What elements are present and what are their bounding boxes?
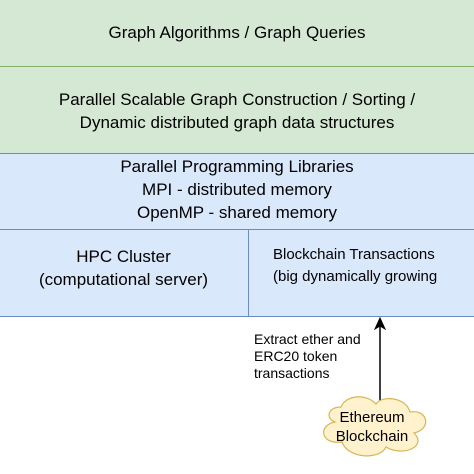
arrow-head xyxy=(373,316,387,331)
ethereum-label-line-2: Blockchain xyxy=(335,428,409,445)
hpc-cluster-title: HPC Cluster xyxy=(76,247,171,266)
extract-transactions-label: Extract ether and ERC20 token transactio… xyxy=(254,331,361,381)
cloud-shape xyxy=(323,396,427,457)
libraries-mpi: MPI - distributed memory xyxy=(142,180,332,199)
graph-construction-label-line-1: Parallel Scalable Graph Construction / S… xyxy=(58,90,416,109)
graph-algorithms-layer: Graph Algorithms / Graph Queries xyxy=(0,0,474,67)
libraries-openmp: OpenMP - shared memory xyxy=(137,203,337,222)
graph-construction-layer: Parallel Scalable Graph Construction / S… xyxy=(0,66,474,154)
ethereum-cloud-icon xyxy=(323,396,427,457)
ethereum-label-line-1: Ethereum xyxy=(339,409,405,426)
hpc-cluster-subtitle: (computational server) xyxy=(38,270,209,289)
hpc-cluster-box: HPC Cluster (computational server) xyxy=(0,229,249,317)
graph-construction-label-line-2: Dynamic distributed graph data structure… xyxy=(79,113,395,132)
libraries-title: Parallel Programming Libraries xyxy=(120,157,354,176)
up-arrow-icon xyxy=(373,316,387,408)
programming-libraries-layer: Parallel Programming Libraries MPI - dis… xyxy=(0,153,474,230)
ethereum-blockchain-label: Ethereum Blockchain xyxy=(318,408,426,446)
graph-algorithms-label: Graph Algorithms / Graph Queries xyxy=(108,22,366,42)
blockchain-transactions-subtitle: (big dynamically growing xyxy=(273,268,438,285)
blockchain-transactions-title: Blockchain Transactions xyxy=(273,246,435,263)
blockchain-transactions-box: Blockchain Transactions (big dynamically… xyxy=(248,229,474,317)
